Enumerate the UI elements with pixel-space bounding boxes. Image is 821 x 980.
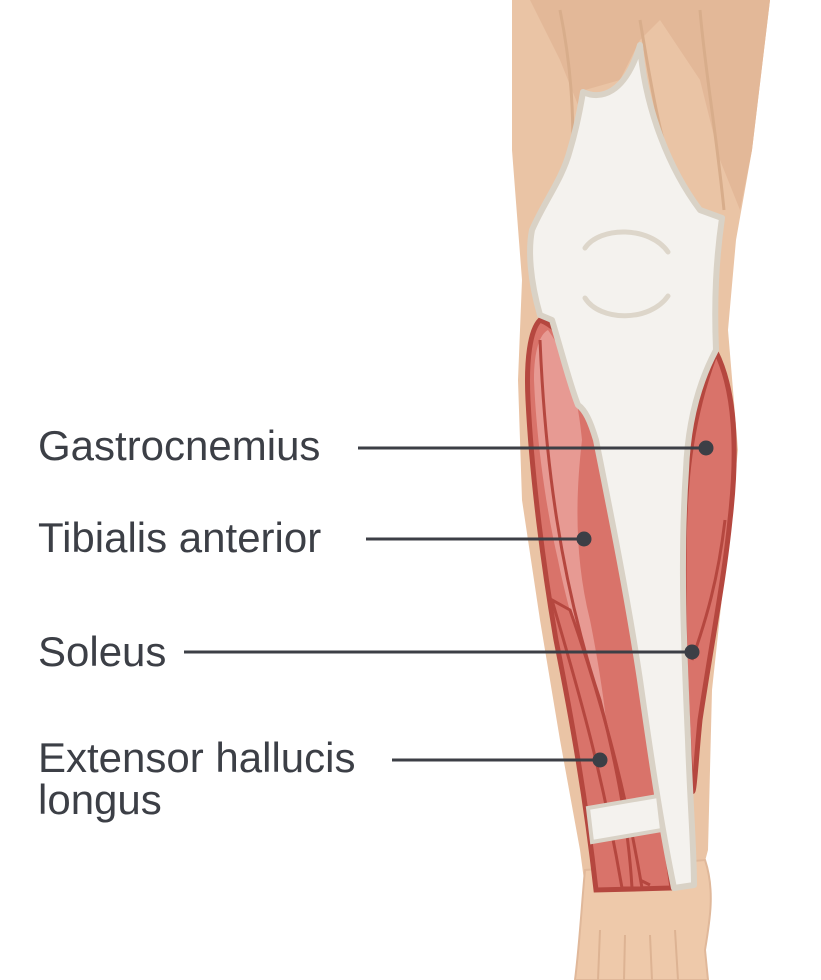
gastrocnemius-dot <box>698 440 714 456</box>
label-gastrocnemius: Gastrocnemius <box>38 422 321 469</box>
soleus-dot <box>684 644 700 660</box>
patella <box>582 229 671 319</box>
label-tibialis-anterior: Tibialis anterior <box>38 514 322 561</box>
tibialis-dot <box>576 531 592 547</box>
tibialis-highlight <box>534 330 606 720</box>
ankle-tendons <box>597 929 679 980</box>
label-soleus: Soleus <box>38 628 167 675</box>
tibia-bone <box>527 42 725 891</box>
thigh-muscle-shading <box>530 0 770 210</box>
gastrocnemius-fiber <box>690 519 727 661</box>
extensor-dot <box>592 752 608 768</box>
leader-lines <box>184 440 714 768</box>
extensor-retinaculum <box>585 793 665 845</box>
label-extensor-hallucis-line1: Extensor hallucis <box>38 734 356 781</box>
label-extensor-hallucis-line2: longus <box>38 776 162 823</box>
